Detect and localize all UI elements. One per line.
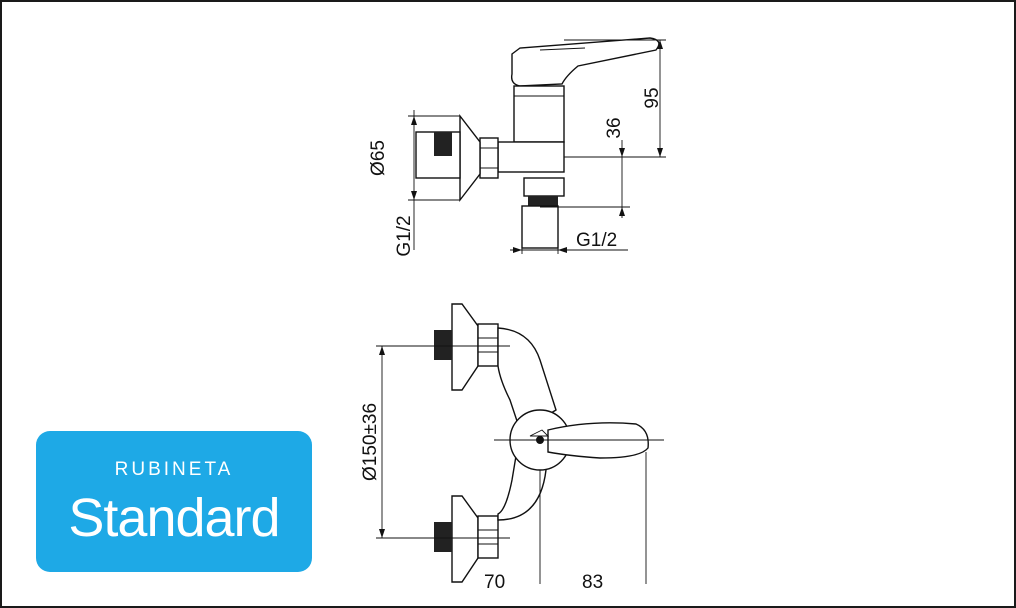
brand-logo: RUBINETA Standard (36, 431, 312, 572)
cartridge-body (513, 85, 565, 143)
lower-connector (434, 522, 452, 552)
mixer-body (497, 141, 565, 173)
top-view: Ø150±36 70 83 (360, 303, 664, 593)
upper-flange (451, 303, 479, 391)
brand-line1: RUBINETA (114, 459, 234, 480)
lever-detail (539, 47, 586, 51)
thread-left (434, 132, 452, 156)
lower-flange (451, 495, 479, 583)
upper-connector (434, 330, 452, 360)
dim-d65-label: Ø65 (368, 140, 389, 176)
brand-line2: Standard (68, 488, 280, 548)
dim-g12-bottom-label: G1/2 (576, 230, 617, 251)
lower-nut (477, 515, 499, 559)
dim-70-label: 70 (484, 572, 505, 593)
dim-spacing-label: Ø150±36 (360, 403, 381, 481)
dim-g12-left-label: G1/2 (394, 215, 415, 256)
side-view: 95 36 G1/2 Ø65 G1/2 (368, 37, 666, 257)
lever-handle (510, 37, 660, 87)
upper-nut (477, 323, 499, 367)
dim-36-label: 36 (604, 117, 625, 138)
wall-flange (459, 113, 481, 203)
dim-95-label: 95 (642, 87, 663, 108)
bottom-nut (523, 177, 565, 197)
bottom-thread (528, 196, 558, 206)
bottom-outlet (521, 205, 559, 249)
dim-83-label: 83 (582, 572, 603, 593)
coupling-nut (479, 137, 499, 179)
